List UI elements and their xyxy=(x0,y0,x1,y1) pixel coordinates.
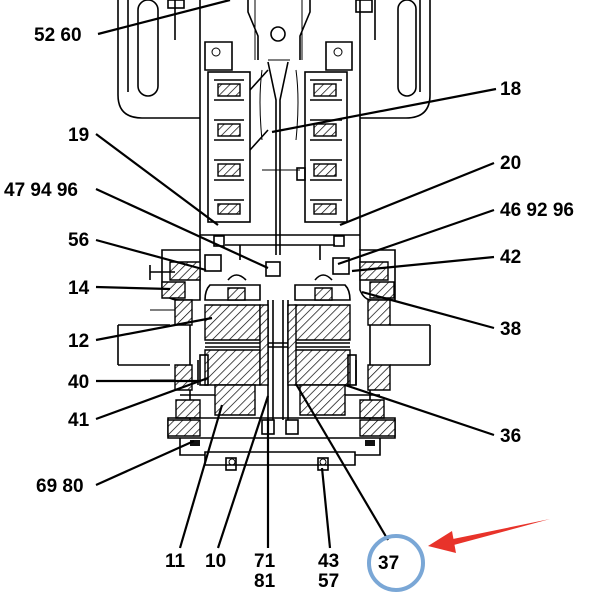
leader-56 xyxy=(95,238,207,272)
callout-56: 56 xyxy=(68,230,89,251)
leader-18 xyxy=(271,87,497,134)
callout-40: 40 xyxy=(68,372,89,393)
callout-12: 12 xyxy=(68,331,89,352)
leader-42 xyxy=(351,255,495,273)
callout-20: 20 xyxy=(500,153,521,174)
callout-81: 81 xyxy=(254,571,276,592)
callout-labels: 52 60 18 19 20 47 94 96 46 92 96 56 42 1… xyxy=(4,25,574,592)
leader-11 xyxy=(178,404,224,549)
leader-47-94-96 xyxy=(95,188,269,269)
callout-41: 41 xyxy=(68,410,90,431)
callout-43: 43 xyxy=(318,551,339,572)
callout-10: 10 xyxy=(205,551,226,572)
leader-12 xyxy=(95,316,213,342)
callout-14: 14 xyxy=(68,278,90,299)
highlight-circle xyxy=(367,534,425,592)
callout-18: 18 xyxy=(500,79,521,100)
leader-69-80 xyxy=(95,439,195,487)
callout-37: 37 xyxy=(378,553,399,574)
callout-46-92-96: 46 92 96 xyxy=(500,200,574,221)
leader-20 xyxy=(339,161,495,227)
leader-41 xyxy=(95,376,209,421)
leader-10 xyxy=(216,395,270,549)
callout-47-94-96: 47 94 96 xyxy=(4,180,78,201)
leader-14 xyxy=(95,285,171,291)
callout-38: 38 xyxy=(500,319,521,340)
callout-42: 42 xyxy=(500,247,521,268)
leader-43-57 xyxy=(320,467,332,549)
callout-19: 19 xyxy=(68,125,89,146)
leader-19 xyxy=(95,133,219,226)
callout-57: 57 xyxy=(318,571,339,592)
highlight-annotation xyxy=(367,519,550,592)
leader-37 xyxy=(295,383,389,541)
leader-46-92-96 xyxy=(337,208,495,266)
left-chain-assembly xyxy=(207,69,269,223)
callout-11: 11 xyxy=(165,551,186,572)
callout-52-60: 52 60 xyxy=(34,25,82,46)
leader-lines xyxy=(95,0,497,549)
red-arrow-icon xyxy=(428,519,550,553)
callout-71: 71 xyxy=(254,551,276,572)
leader-36 xyxy=(344,383,495,437)
right-chain-assembly xyxy=(304,71,348,223)
leader-38 xyxy=(361,290,495,330)
callout-36: 36 xyxy=(500,426,521,447)
leader-52-60 xyxy=(97,0,231,36)
mechanism-drawing xyxy=(117,0,431,471)
callout-69-80: 69 80 xyxy=(36,476,84,497)
